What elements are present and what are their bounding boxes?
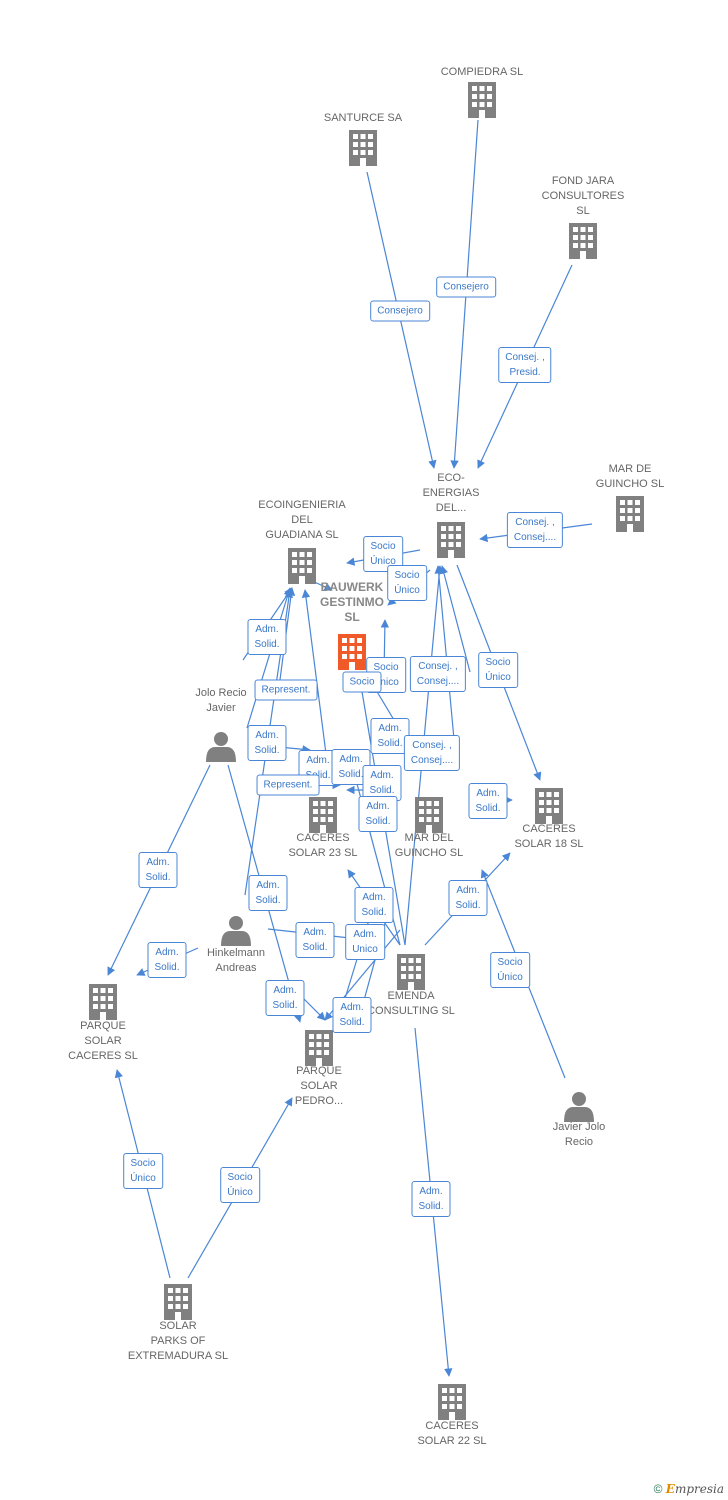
node-label-santurce[interactable]: SANTURCE SA [323,112,403,124]
node-label-parquepedro[interactable]: PARQUE SOLAR PEDRO... [294,1065,344,1107]
node-label-caceres18[interactable]: CACERES SOLAR 18 SL [514,823,584,850]
building-icon[interactable] [349,130,377,166]
footer-brand[interactable]: © Empresia [654,1482,724,1496]
edge-label[interactable]: Adm. Solid. [411,1181,451,1217]
node-label-bauwerk[interactable]: BAUWERK GESTINMO SL [319,580,385,624]
node-label-ecoing[interactable]: ECOINGENIERIA DEL GUADIANA SL [258,499,346,541]
building-icon[interactable] [616,496,644,532]
edge-label[interactable]: Socio [342,671,382,693]
person-icon[interactable] [564,1092,594,1122]
edge-label[interactable]: Adm. Solid. [147,942,187,978]
building-icon[interactable] [338,634,366,670]
edge-label[interactable]: Adm. Solid. [362,765,402,801]
building-icon[interactable] [535,788,563,824]
edge-label[interactable]: Adm. Solid. [248,875,288,911]
edge-label[interactable]: Represent. [254,679,318,701]
edge-label[interactable]: Consej. , Consej.... [409,656,467,692]
building-icon[interactable] [468,82,496,118]
edge-label[interactable]: Consej. , Consej.... [506,512,564,548]
node-label-jolo[interactable]: Jolo Recio Javier [195,687,247,714]
node-label-javierjolo[interactable]: Javier Jolo Recio [552,1121,606,1148]
edge-label[interactable]: Adm. Solid. [332,997,372,1033]
node-label-eco[interactable]: ECO- ENERGIAS DEL... [422,472,480,514]
edge-label[interactable]: Adm. Solid. [370,718,410,754]
node-label-emenda[interactable]: EMENDA CONSULTING SL [367,990,455,1017]
building-icon[interactable] [305,1030,333,1066]
person-icon[interactable] [221,916,251,946]
node-label-compiedra[interactable]: COMPIEDRA SL [440,66,524,78]
edge-label[interactable]: Adm. Solid. [247,619,287,655]
node-label-solarparks[interactable]: SOLAR PARKS OF EXTREMADURA SL [127,1320,229,1362]
edge-label[interactable]: Adm. Solid. [138,852,178,888]
building-icon[interactable] [569,223,597,259]
edge-label[interactable]: Adm. Solid. [354,887,394,923]
edge-label[interactable]: Socio Único [387,565,427,601]
node-label-caceres23[interactable]: CACERES SOLAR 23 SL [288,832,358,859]
edge-label[interactable]: Adm. Solid. [468,783,508,819]
edge-label[interactable]: Consejero [436,276,496,298]
building-icon[interactable] [309,797,337,833]
edge-line [439,565,471,673]
building-icon[interactable] [397,954,425,990]
building-icon[interactable] [89,984,117,1020]
copyright-icon: © [653,1482,663,1496]
edge-label[interactable]: Socio Único [478,652,518,688]
node-label-fondjara[interactable]: FOND JARA CONSULTORES SL [541,175,625,217]
edge-label[interactable]: Consejero [370,300,430,322]
edge-label[interactable]: Consej. , Presid. [498,347,552,383]
building-icon[interactable] [438,1384,466,1420]
node-label-mardel[interactable]: MAR DEL GUINCHO SL [394,832,464,859]
node-label-caceres22[interactable]: CACERES SOLAR 22 SL [417,1420,487,1447]
node-label-mardeguincho[interactable]: MAR DE GUINCHO SL [595,463,665,490]
edge-label[interactable]: Adm. Unico [345,924,385,960]
edge-line [246,587,292,729]
building-icon[interactable] [164,1284,192,1320]
edge-label[interactable]: Adm. Solid. [448,880,488,916]
edge-label[interactable]: Adm. Solid. [295,922,335,958]
edge-label[interactable]: Adm. Solid. [358,796,398,832]
edge-label[interactable]: Adm. Solid. [247,725,287,761]
node-label-hinkelmann[interactable]: Hinkelmann Andreas [206,947,266,974]
edge-label[interactable]: Represent. [256,774,320,796]
brand-logo: Empresia [665,1482,724,1496]
edge-label[interactable]: Socio Único [123,1153,163,1189]
building-icon[interactable] [288,548,316,584]
building-icon[interactable] [415,797,443,833]
person-icon[interactable] [206,732,236,762]
edge-label[interactable]: Adm. Solid. [265,980,305,1016]
building-icon[interactable] [437,522,465,558]
edge-label[interactable]: Socio Único [490,952,530,988]
node-label-parquecaceres[interactable]: PARQUE SOLAR CACERES SL [68,1020,138,1062]
edge-label[interactable]: Consej. , Consej.... [403,735,461,771]
edge-label[interactable]: Socio Único [220,1167,260,1203]
